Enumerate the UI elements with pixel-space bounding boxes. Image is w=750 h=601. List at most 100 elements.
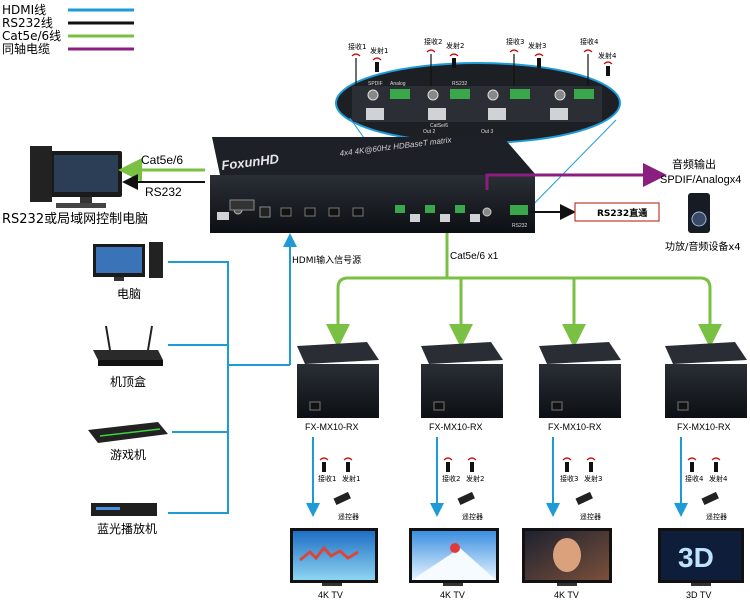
ir-emitter-body [452, 58, 456, 68]
analog-terminal-icon [390, 89, 410, 99]
rj45-port-icon [428, 108, 446, 120]
receiver-tx-label: 发射3 [584, 474, 602, 483]
analog-terminal-icon [574, 89, 594, 99]
ir-emitter-body [537, 58, 541, 68]
receiver-rx-label: 接收2 [442, 474, 460, 483]
pc-tower-icon [30, 146, 52, 202]
hdmi-in-port-2 [304, 207, 316, 217]
ir-emitter-body [606, 66, 610, 76]
zoom-tx-label-1: 发射1 [370, 46, 388, 55]
legend-item-coax: 同轴电缆 [2, 41, 134, 56]
receiver-model: FX-MX10-RX [677, 422, 731, 432]
remote-control-icon[interactable] [457, 491, 475, 506]
keyboard-icon [56, 203, 106, 208]
receiver-tx-label: 发射4 [709, 474, 728, 483]
receiver-box-icon [297, 364, 379, 418]
rs232-direct-label: RS232直通 [597, 207, 647, 219]
out-rj45-3 [470, 214, 480, 222]
control-links: Cat5e/6 RS232 [118, 153, 205, 199]
out-rj45-2 [440, 214, 450, 222]
remote-control-icon[interactable] [575, 491, 593, 506]
rj45-port-icon [488, 108, 506, 120]
remote-label: 遥控器 [706, 512, 727, 521]
zoom-port-group-1: SPDIF Analog [366, 81, 410, 120]
receiver-3: FX-MX10-RX 接收3 发射3 遥控器 4K TV [522, 342, 621, 600]
rs232-direct: RS232直通 [530, 202, 660, 222]
zoom-port-label-cat: CatSe/6 [430, 123, 448, 129]
rear-panel-zoom: SPDIF Analog CatSe/6 RS232 Out 2 Out 3 接… [335, 37, 621, 144]
tv-label: 3D TV [686, 590, 711, 600]
receiver-box-icon [539, 364, 621, 418]
ir-receiver-icon [426, 49, 436, 53]
spdif-port-icon [487, 89, 499, 101]
receiver-model: FX-MX10-RX [429, 422, 483, 432]
matrix-top-face [212, 137, 536, 175]
hdmi-in-port-1 [280, 207, 292, 217]
ir-emitter-body [375, 62, 379, 72]
zoom-tx-label-4: 发射4 [598, 51, 617, 60]
ir-emitter-icon [467, 457, 477, 461]
remote-label: 遥控器 [338, 512, 359, 521]
legend: HDMI线 RS232线 Cat5e/6线 同轴电缆 [2, 3, 134, 56]
lan-port-icon [217, 212, 229, 220]
matrix-brand: FoxunHD [221, 151, 281, 173]
rs232-terminal-icon [510, 205, 528, 215]
zoom-rx-label-1: 接收1 [348, 42, 366, 51]
zoom-port-group-2: CatSe/6 RS232 [427, 81, 470, 129]
source-stb-icon [93, 350, 163, 360]
matrix-front-face [210, 175, 535, 233]
tv-label: 4K TV [318, 590, 343, 600]
zoom-ir-2: 接收2 发射2 [424, 37, 464, 86]
source-label-stb: 机顶盒 [110, 374, 146, 389]
svg-text:3D: 3D [678, 542, 714, 573]
zoom-tx-label-2: 发射2 [446, 41, 464, 50]
remote-control-icon[interactable] [333, 491, 351, 506]
out-terminal-2 [425, 205, 435, 213]
legend-hdmi-label: HDMI线 [2, 3, 46, 17]
switch-icon [259, 206, 271, 218]
zoom-ir-3: 接收3 发射3 [506, 37, 546, 86]
ir-emitter-icon [711, 457, 721, 461]
ir-emitter-icon [449, 53, 459, 57]
control-pc: RS232或局域网控制电脑 [2, 146, 148, 227]
receiver-rx-label: 接收3 [560, 474, 578, 483]
out-terminal-3 [455, 205, 465, 213]
hdmi-in-port-3 [328, 207, 340, 217]
source-label-bluray: 蓝光播放机 [97, 521, 157, 536]
spdif-port-icon [367, 89, 379, 101]
matrix-unit: FoxunHD 4x4 4K@60Hz HDBaseT matrix RS232 [210, 135, 536, 233]
legend-cat-label: Cat5e/6线 [2, 29, 61, 43]
audio-device-label: 功放/音频设备x4 [665, 240, 741, 253]
ir-emitter-icon [603, 61, 613, 65]
matrix-rs232-port-label: RS232 [512, 223, 528, 229]
zoom-ir-4: 接收4 发射4 [580, 37, 617, 86]
ir-receiver-icon [351, 53, 361, 57]
legend-item-cat: Cat5e/6线 [2, 29, 134, 43]
tv-label: 4K TV [440, 590, 465, 600]
zoom-port-label-analog: Analog [390, 81, 406, 87]
ir-receiver-icon [583, 49, 593, 53]
hdmi-source-label: HDMI输入信号源 [292, 254, 361, 266]
receiver-model: FX-MX10-RX [548, 422, 602, 432]
zoom-tx-label-3: 发射3 [528, 41, 546, 50]
out-rj45-1 [410, 214, 420, 222]
legend-item-hdmi: HDMI线 [2, 3, 134, 17]
receiver-model: FX-MX10-RX [305, 422, 359, 432]
zoom-ir-1: 接收1 发射1 [348, 42, 388, 86]
spdif-out-icon [482, 207, 492, 217]
hdmi-source-lines: HDMI输入信号源 [168, 233, 361, 514]
analog-terminal-icon [510, 89, 530, 99]
remote-control-icon[interactable] [701, 491, 719, 506]
audio-subtitle: SPDIF/Analogx4 [660, 174, 741, 186]
source-label-console: 游戏机 [110, 448, 146, 462]
receiver-1: FX-MX10-RX 接收1 发射1 遥控器 4K TV [290, 342, 379, 600]
rs232-direct-box [574, 202, 660, 222]
hdmi-in-port-4 [352, 207, 364, 217]
zoom-out-label-2: Out 2 [423, 129, 435, 135]
receiver-tx-label: 发射2 [466, 474, 484, 483]
audio-title: 音频输出 [672, 157, 716, 171]
receiver-rx-label: 接收4 [685, 474, 704, 483]
power-socket-icon [229, 199, 255, 211]
zoom-port-group-4 [550, 89, 594, 120]
